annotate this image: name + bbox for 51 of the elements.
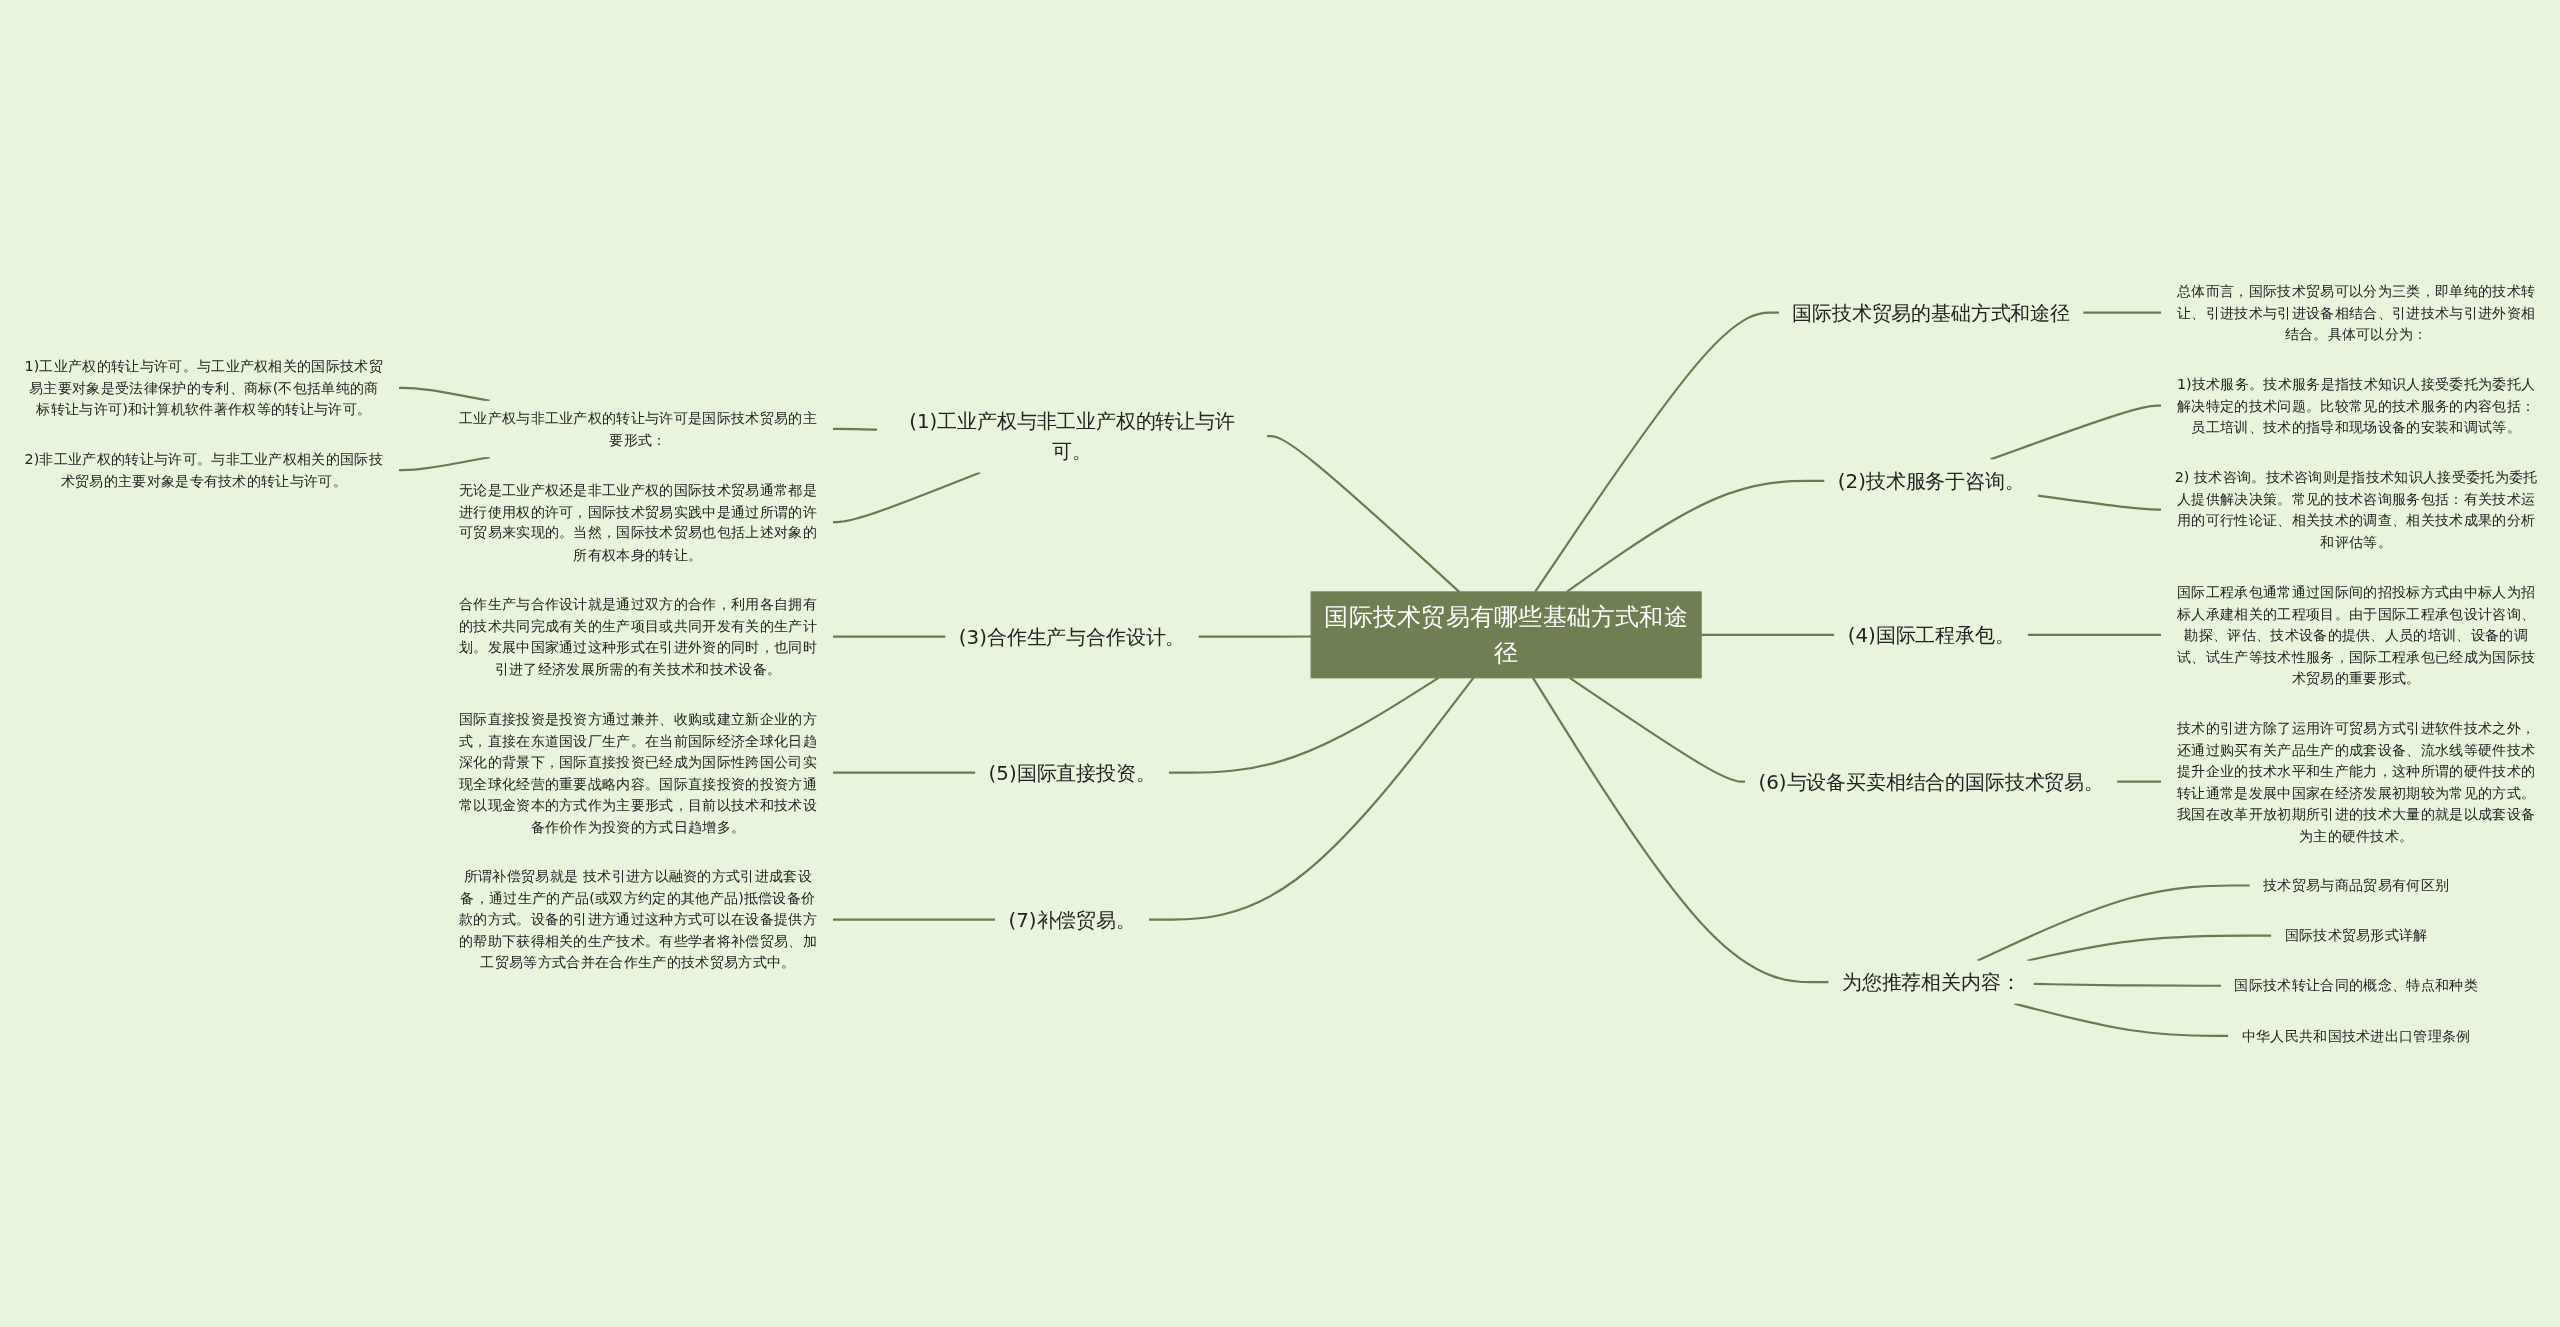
node-text: 合作生产与合作设计就是通过双方的合作，利用各自拥有的技术共同完成有关的生产项目或共同开发有关的生产计划。发展中国家通过这种形式在引进外资的同时，也同时引进了经济发展所需的有关技术和技术设备。 — [458, 595, 817, 677]
connector — [832, 918, 996, 921]
node-text: 所谓补偿贸易就是 技术引进方以融资的方式引进成套设备，通过生产的产品(或双方约定的其他产品)抵偿设备价款的方式。设备的引进方通过这种方式可以在设备提供方的帮助下获得相关的生产技术。有些学者将补偿贸易、加工贸易等方式合并在合作生产的技术贸易方式中。 — [458, 868, 817, 971]
connector — [1569, 676, 1746, 783]
connector — [1701, 633, 1835, 636]
node-text: (3)合作生产与合作设计。 — [958, 625, 1186, 649]
connector — [1990, 404, 2162, 461]
node-text: 无论是工业产权还是非工业产权的国际技术贸易通常都是进行使用权的许可，国际技术贸易实践中是通过所谓的许可贸易来实现的。当然，国际技术贸易也包括上述对象的所有权本身的转让。 — [458, 481, 817, 563]
connector — [2026, 934, 2272, 962]
connector — [2027, 633, 2162, 636]
node-text: 国际技术贸易的基础方式和途径 — [1792, 301, 2070, 325]
connector — [2037, 494, 2162, 511]
connector — [1976, 884, 2250, 962]
node-text: 1)技术服务。技术服务是指技术知识人接受委托为委托人解决特定的技术问题。比较常见的技术服务的内容包括：员工培训、技术的指导和现场设备的安装和调试等。 — [2176, 375, 2536, 436]
connector — [2033, 982, 2222, 987]
node-text: 2) 技术咨询。技术咨询则是指技术知识人接受委托为委托人提供解决决策。常见的技术咨询服务包括：有关技术运用的可行性论证、相关技术的调查、相关技术成果的分析和评估等。 — [2174, 468, 2538, 550]
connector — [1566, 479, 1825, 593]
node-text: (2)技术服务于咨询。 — [1837, 469, 2025, 493]
connector — [2014, 1002, 2229, 1037]
connector — [2083, 311, 2162, 314]
connector — [398, 455, 491, 472]
node-text: (7)补偿贸易。 — [1008, 907, 1136, 932]
connector — [1267, 435, 1460, 593]
node-text: 工业产权与非工业产权的转让与许可是国际技术贸易的主要形式： — [458, 409, 817, 448]
node-text: 国际直接投资是投资方通过兼并、收购或建立新企业的方式，直接在东道国设厂生产。在当前国际经济全球化日趋深化的背景下，国际直接投资已经成为国际性跨国公司实现全球化经营的重要战略内容。国际直接投资的投资方通常以现金资本的方式作为主要形式，目前以技术和技术设备作价作为投资的方式日趋增多。 — [458, 710, 817, 835]
connector — [832, 427, 878, 431]
node-text: 国际技术转让合同的概念、特点和种类 — [2234, 977, 2478, 994]
node-text: (6)与设备买卖相结合的国际技术贸易。 — [1758, 770, 2104, 794]
connector — [398, 386, 491, 402]
node-text: (5)国际直接投资。 — [988, 761, 1156, 785]
node-text: (1)工业产权与非工业产权的转让与许可。 — [909, 409, 1235, 463]
node-text: 中华人民共和国技术进出口管理条例 — [2241, 1027, 2471, 1044]
node-text: 国际技术贸易形式详解 — [2284, 927, 2428, 944]
node-text: 技术贸易与商品贸易有何区别 — [2263, 876, 2450, 894]
node-text: 技术的引进方除了运用许可贸易方式引进软件技术之外，还通过购买有关产品生产的成套设备、流水线等硬件技术提升企业的技术水平和生产能力，这种所谓的硬件技术的转让通常是发展中国家在经济发展初期较为常见的方式。我国在改革开放初期所引进的技术大量的就是以成套设备为主的硬件技术。 — [2177, 719, 2536, 844]
node-box: 国际技术贸易有哪些基础方式和途径 — [1310, 591, 1702, 679]
node-text: 国际工程承包通常通过国际间的招投标方式由中标人为招标人承建相关的工程项目。由于国际工程承包设计咨询、勘探、评估、技术设备的提供、人员的培训、设备的调试、试生产等技术性服务，国际工程承包已经成为国际技术贸易的重要形式。 — [2177, 583, 2536, 686]
connector — [1532, 677, 1829, 984]
node-text: 总体而言，国际技术贸易可以分为三类，即单纯的技术转让、引进技术与引进设备相结合、引进技术与引进外资相结合。具体可以分为： — [2177, 282, 2536, 343]
connector — [832, 771, 976, 774]
connector — [832, 635, 946, 638]
node-text: 为您推荐相关内容： — [1841, 970, 2021, 994]
node-text: 1)工业产权的转让与许可。与工业产权相关的国际技术贸易主要对象是受法律保护的专利、商标(不包括单纯的商标转让与许可)和计算机软件著作权等的转让与许可。 — [24, 357, 384, 418]
connector — [1534, 311, 1780, 593]
connector — [1198, 635, 1312, 638]
connector — [1148, 677, 1475, 921]
node-text: (4)国际工程承包。 — [1847, 623, 2015, 647]
connector — [1168, 676, 1440, 774]
connector — [832, 471, 981, 524]
connector — [2117, 780, 2162, 783]
node-text: 2)非工业产权的转让与许可。与非工业产权相关的国际技术贸易的主要对象是专有技术的转让与许可。 — [24, 450, 384, 489]
